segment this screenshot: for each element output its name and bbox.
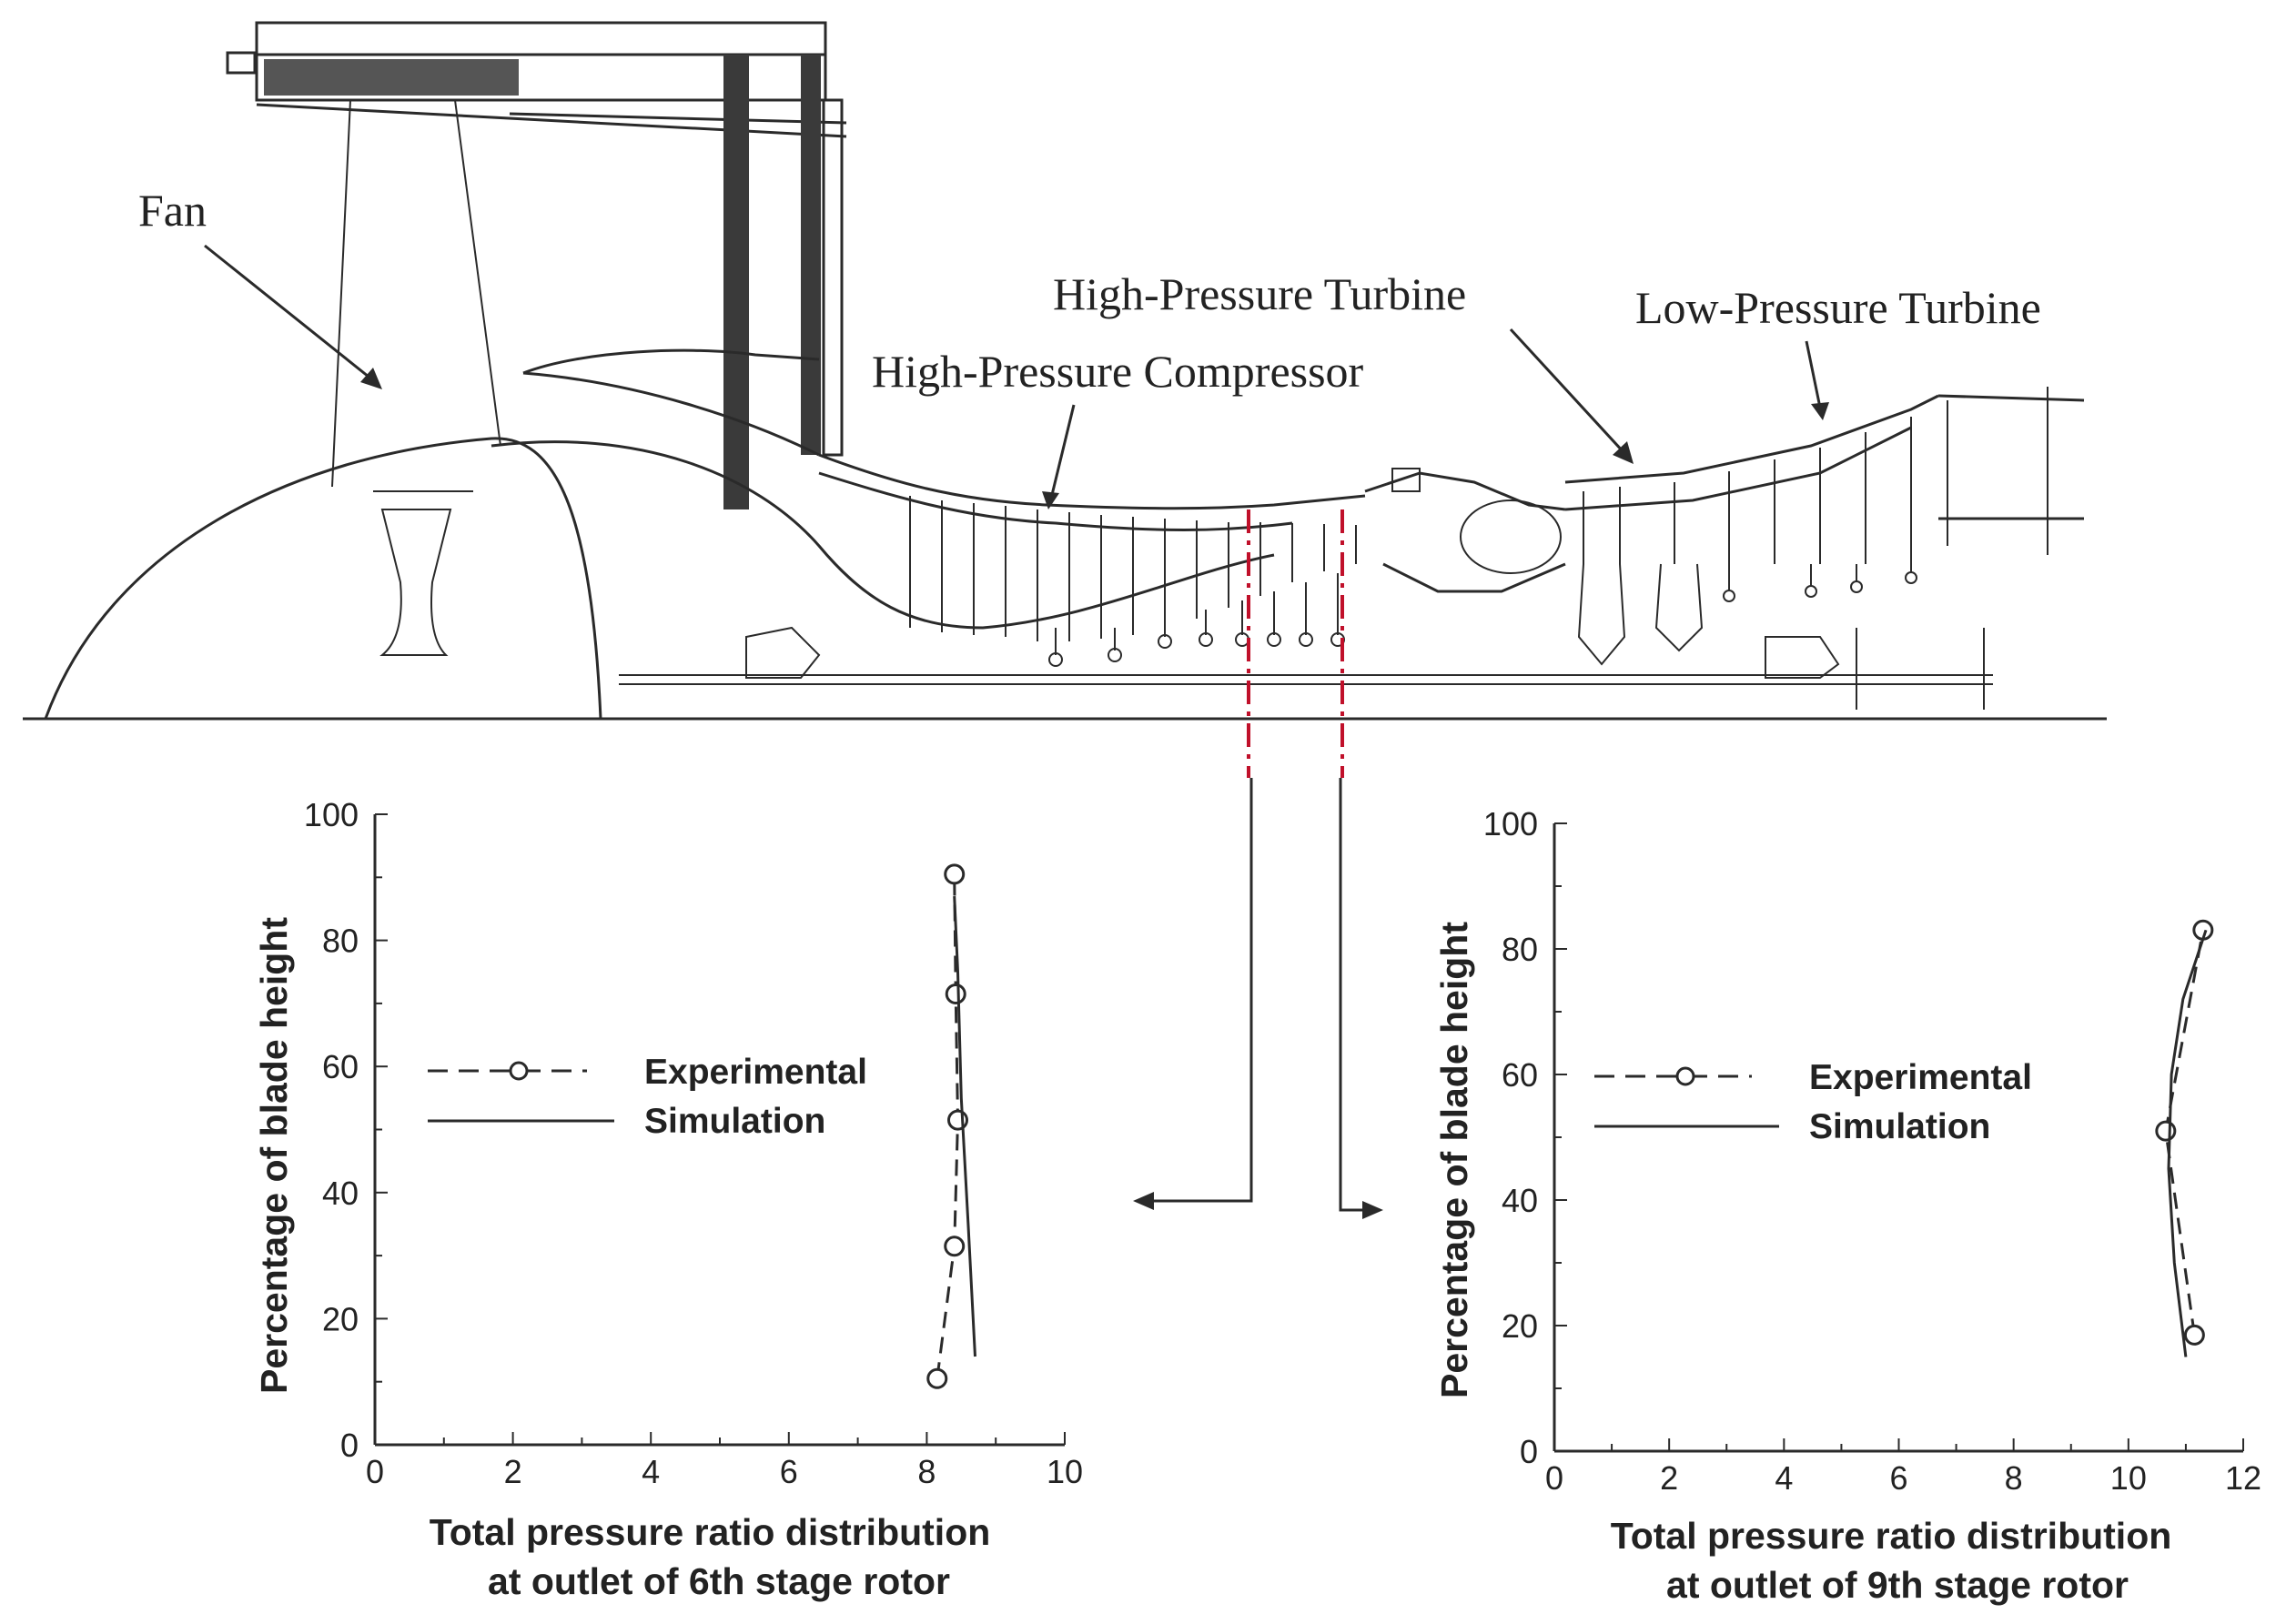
chart-9th-stage-axes: 0 2 4 6 8 10 12 0 20 40 60 80 100: [1483, 805, 2261, 1497]
chart-9th-stage-x-tick-label: 6: [1889, 1459, 1907, 1497]
label-high-pressure-turbine: High-Pressure Turbine: [1053, 268, 1466, 319]
chart-9th-stage-y-tick-label: 0: [1520, 1433, 1538, 1470]
chart-9th-stage-series: [2155, 919, 2214, 1357]
chart-6th-stage-legend: Experimental Simulation: [428, 1053, 867, 1141]
chart-9th-stage-x-tick-label: 10: [2110, 1459, 2147, 1497]
chart-9th-stage-x-tick-label: 2: [1660, 1459, 1678, 1497]
chart-9th-stage-x-tick-label: 8: [2005, 1459, 2023, 1497]
chart-9th-stage: 0 2 4 6 8 10 12 0 20 40 60 80 100 Percentage of blad…: [1433, 805, 2261, 1606]
chart-6th-stage-x-tick-label: 10: [1047, 1453, 1083, 1490]
data-point-experimental: [944, 1236, 966, 1257]
data-point-experimental: [945, 983, 966, 1005]
chart-9th-stage-legend: Experimental Simulation: [1594, 1058, 2032, 1146]
legend-simulation: Simulation: [644, 1102, 825, 1141]
chart-6th-stage-y-tick-label: 20: [322, 1300, 359, 1337]
series-line-simulation: [2167, 929, 2208, 1357]
chart-6th-stage-x-tick-label: 2: [504, 1453, 522, 1490]
data-point-experimental: [926, 1367, 948, 1389]
chart-6th-stage-y-tick-label: 0: [340, 1427, 359, 1464]
label-low-pressure-turbine: Low-Pressure Turbine: [1635, 282, 2041, 333]
legend-simulation: Simulation: [1809, 1107, 1990, 1146]
chart-9th-stage-x-tick-label: 4: [1775, 1459, 1793, 1497]
data-point-experimental: [2155, 1120, 2177, 1142]
chart-6th-stage-y-tick-label: 60: [322, 1048, 359, 1085]
chart-6th-stage-x-tick-label: 6: [780, 1453, 798, 1490]
engine-cross-section: Fan High-Pressure Turbine Low-Pressure T…: [23, 21, 2107, 1219]
chart-6th-stage-y-tick-label: 40: [322, 1175, 359, 1212]
chart-9th-stage-x-tick-label: 12: [2225, 1459, 2261, 1497]
data-point-experimental: [2183, 1324, 2205, 1346]
chart-6th-stage-x-tick-label: 4: [642, 1453, 660, 1490]
chart-9th-stage-x-tick-label: 0: [1545, 1459, 1563, 1497]
chart-6th-stage-x-tick-label: 0: [366, 1453, 384, 1490]
series-line-simulation: [953, 896, 976, 1357]
legend-experimental: Experimental: [1809, 1058, 2032, 1097]
chart-9th-stage-ylabel: Percentage of blade height: [1433, 922, 1475, 1398]
chart-9th-stage-y-tick-label: 100: [1483, 805, 1538, 842]
legend-experimental: Experimental: [644, 1053, 867, 1092]
section-arrow-6th-stage: [1133, 778, 1253, 1210]
chart-9th-stage-y-tick-label: 80: [1502, 931, 1538, 968]
chart-9th-stage-y-tick-label: 60: [1502, 1056, 1538, 1094]
section-arrow-9th-stage: [1339, 778, 1383, 1219]
label-fan: Fan: [138, 185, 207, 236]
chart-9th-stage-xlabel-line1: Total pressure ratio distribution: [1611, 1515, 2172, 1557]
chart-6th-stage-ylabel: Percentage of blade height: [253, 917, 295, 1394]
label-high-pressure-compressor: High-Pressure Compressor: [872, 346, 1364, 397]
chart-6th-stage-y-tick-label: 80: [322, 923, 359, 960]
chart-6th-stage-xlabel-line1: Total pressure ratio distribution: [430, 1511, 991, 1553]
chart-6th-stage-series: [926, 863, 976, 1389]
chart-6th-stage-y-tick-label: 100: [304, 796, 359, 833]
chart-9th-stage-xlabel-line2: at outlet of 9th stage rotor: [1666, 1564, 2129, 1606]
chart-9th-stage-y-tick-label: 20: [1502, 1307, 1538, 1345]
chart-6th-stage-x-tick-label: 8: [917, 1453, 936, 1490]
chart-9th-stage-y-tick-label: 40: [1502, 1182, 1538, 1219]
data-point-experimental: [944, 863, 966, 885]
chart-6th-stage-xlabel-line2: at outlet of 6th stage rotor: [488, 1560, 950, 1602]
